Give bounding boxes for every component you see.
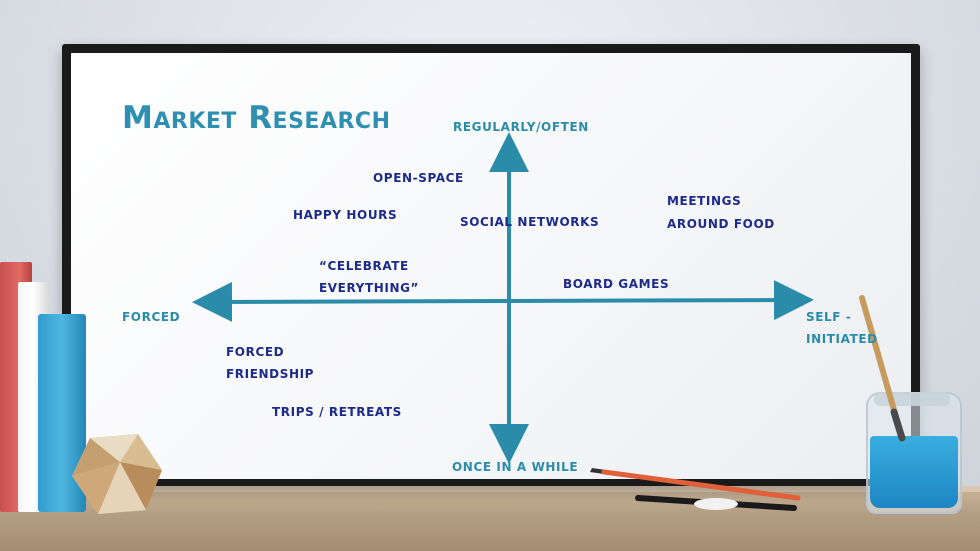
shelf: [0, 488, 980, 551]
item-celebrate-line1: “Celebrate: [319, 259, 409, 273]
axis-label-left: Forced: [122, 310, 181, 324]
axis-label-bottom: Once in a While: [452, 460, 579, 474]
item-trips-retreats: Trips / Retreats: [272, 405, 402, 419]
item-board-games: Board Games: [563, 277, 670, 291]
axis-label-right-line2: Initiated: [806, 332, 878, 346]
item-social-networks: Social Networks: [460, 215, 600, 229]
item-happy-hours: Happy Hours: [293, 208, 398, 222]
wooden-ornament-icon: [72, 434, 162, 514]
item-forced-line2: Friendship: [226, 367, 315, 381]
item-forced-line1: Forced: [226, 345, 285, 359]
pencils-icon: [590, 468, 801, 511]
shelf-edge: [0, 486, 980, 492]
page-title: Market Research: [122, 100, 391, 136]
paintbrush-icon: [859, 295, 906, 442]
item-open-space: Open-Space: [373, 171, 464, 185]
item-meetings-line1: Meetings: [667, 194, 742, 208]
item-celebrate-line2: Everything”: [319, 281, 420, 295]
axis-label-top: Regularly/Often: [453, 120, 589, 134]
horizontal-axis: [192, 280, 814, 322]
jar-water: [870, 436, 958, 508]
item-meetings-line2: Around Food: [667, 217, 775, 231]
axis-label-right-line1: Self -: [806, 310, 852, 324]
